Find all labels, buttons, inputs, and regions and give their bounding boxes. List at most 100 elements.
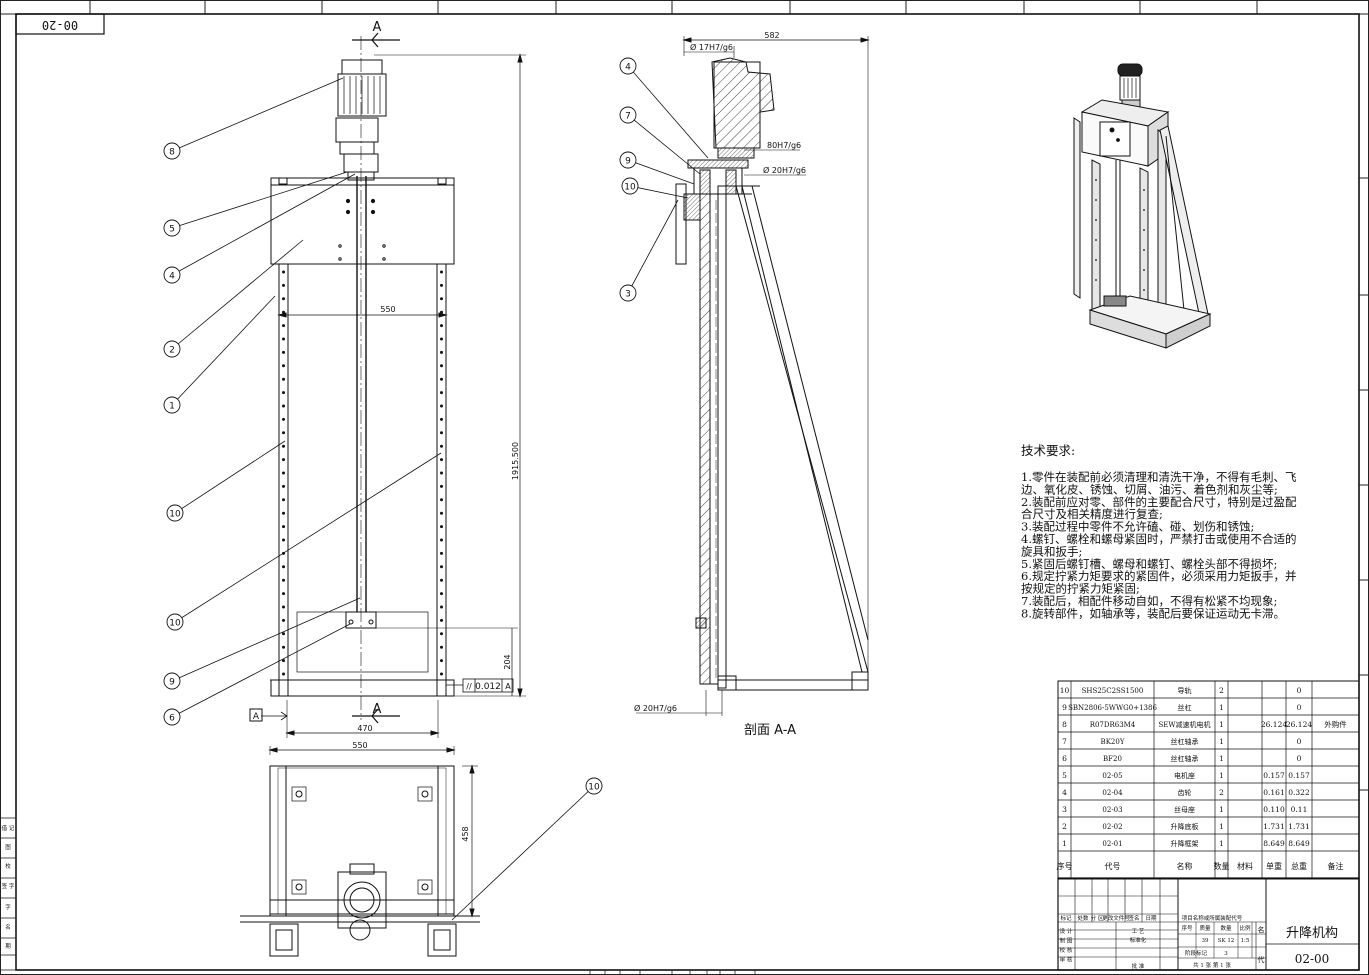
callout-balloon: 6 (163, 623, 351, 726)
attr-value: 39 (1202, 938, 1209, 944)
dim-front-bottom: 204 (503, 654, 512, 669)
note-line: 旋具和扳手; (1021, 544, 1082, 558)
bom-cell: 1 (1219, 720, 1224, 729)
attr-label: 比例 (1239, 924, 1251, 932)
bom-cell: 升降框架 (1171, 839, 1199, 848)
title-row-label: 处数 (1077, 914, 1089, 922)
balloon-number: 6 (169, 714, 175, 724)
attr-label: 质量 (1199, 924, 1211, 932)
bom-cell: 电机座 (1174, 771, 1195, 780)
callout-balloon: 10 (166, 452, 442, 631)
datum-label: A (253, 712, 260, 722)
bom-cell: 02-03 (1102, 806, 1122, 814)
front-view (261, 32, 526, 738)
bom-header: 单重 (1266, 861, 1282, 871)
bottom-ticks (589, 970, 756, 975)
dim-front-base-width: 470 (357, 724, 372, 733)
bom-cell: 26.124 (1286, 720, 1312, 729)
right-zone-ticks (1359, 177, 1369, 791)
bom-cell: 02-05 (1102, 772, 1122, 780)
margin-label: 图 (5, 843, 11, 851)
code-char: 代 (1258, 955, 1265, 964)
attr-value: SK 12 (1218, 938, 1235, 944)
section-caption: 剖面 A-A (744, 723, 796, 738)
margin-label: 名 (5, 923, 11, 931)
note-line: 4.螺钉、螺栓和螺母紧固时，严禁打击或使用不合适的 (1021, 532, 1296, 546)
attr-label: 序号 (1181, 924, 1193, 932)
balloon-number: 1 (169, 402, 175, 412)
balloon-number: 5 (169, 225, 175, 235)
stage-value: 3 (1224, 951, 1228, 957)
title-mid-label: 批 准 (1132, 962, 1145, 970)
note-line: 按规定的拧紧力矩紧固; (1021, 582, 1140, 596)
bottom-base (270, 679, 455, 697)
bom-cell: 1 (1219, 839, 1224, 848)
note-line: 3.装配过程中零件不允许磕、碰、划伤和锈蚀; (1021, 520, 1254, 534)
balloon-number: 10 (169, 619, 181, 629)
balloon-number: 3 (625, 290, 631, 300)
callout-balloon: 4 (163, 173, 356, 284)
balloon-number: 7 (625, 112, 631, 122)
bom-header: 备注 (1328, 861, 1344, 871)
project-label: 项目名称或所属装配代号 (1182, 914, 1243, 922)
drawing-frame (15, 13, 1360, 971)
motor-body (337, 73, 387, 117)
bom-cell: 1 (1219, 822, 1224, 831)
bom-cell: 6 (1062, 754, 1067, 763)
bom-cell: 外购件 (1324, 719, 1347, 729)
note-line: 5.紧固后螺钉槽、螺母和螺钉、螺栓头部不得损坏; (1021, 557, 1277, 571)
title-row-label: 日期 (1145, 915, 1157, 922)
stage-label: 阶段标记 (1185, 949, 1208, 957)
bom-header: 材料 (1237, 861, 1253, 871)
section-nut-bracket (675, 183, 687, 265)
margin-label: 校 (5, 862, 11, 870)
bom-cell: 2 (1219, 686, 1224, 695)
title-role-label: 制 图 (1060, 937, 1073, 945)
balloon-number: 10 (588, 783, 600, 793)
dim-top-depth: 458 (461, 826, 470, 841)
balloon-number: 8 (169, 148, 175, 158)
bom-cell: 2 (1219, 788, 1224, 797)
callout-balloon: 5 (163, 171, 348, 237)
title-role-label: 校 核 (1060, 946, 1073, 954)
note-line: 8.旋转部件，如轴承等，装配后要保证运动无卡滞。 (1021, 606, 1285, 620)
title-block: 标记处数分 区更改文件号签名日期设 计制 图校 核审 核工 艺标准化批 准项目名… (1057, 877, 1360, 971)
fit-top: Ø 17H7/g6 (690, 42, 733, 52)
bom-cell: 0.110 (1263, 805, 1285, 814)
bom-cell: SEW减速机电机 (1158, 720, 1210, 729)
sheet-info: 共 1 张 第 1 张 (1193, 961, 1231, 969)
bom-cell: 0 (1297, 686, 1302, 695)
left-margin-table (0, 817, 17, 971)
bom-cell: 10 (1060, 686, 1070, 695)
bom-cell: 丝杠轴承 (1171, 737, 1199, 746)
margin-label: 签 字 (2, 882, 15, 890)
tolerance-symbol: // (466, 682, 472, 691)
bom-header: 名称 (1177, 861, 1193, 871)
attr-label: 数量 (1220, 924, 1232, 932)
balloon-number: 9 (169, 678, 175, 688)
callout-balloon: 10 (166, 440, 286, 522)
bom-cell: 0.157 (1263, 771, 1285, 780)
bom-cell: 1 (1219, 805, 1224, 814)
motor-fan-cover (341, 59, 383, 75)
title-role-label: 审 核 (1060, 956, 1073, 964)
tolerance-datum: A (505, 682, 511, 691)
bom-cell: 9 (1062, 703, 1067, 712)
callout-balloon: 9 (619, 151, 695, 185)
bom-cell: 1 (1219, 771, 1224, 780)
technical-notes: 技术要求: 1.零件在装配前必须清理和清洗干净，不得有毛刺、飞边、氧化皮、锈蚀、… (1021, 443, 1297, 620)
bom-cell: 02-04 (1102, 789, 1123, 797)
section-view (636, 36, 870, 716)
attr-value: 1:5 (1241, 938, 1250, 944)
bom-cell: 升降底板 (1171, 822, 1199, 831)
